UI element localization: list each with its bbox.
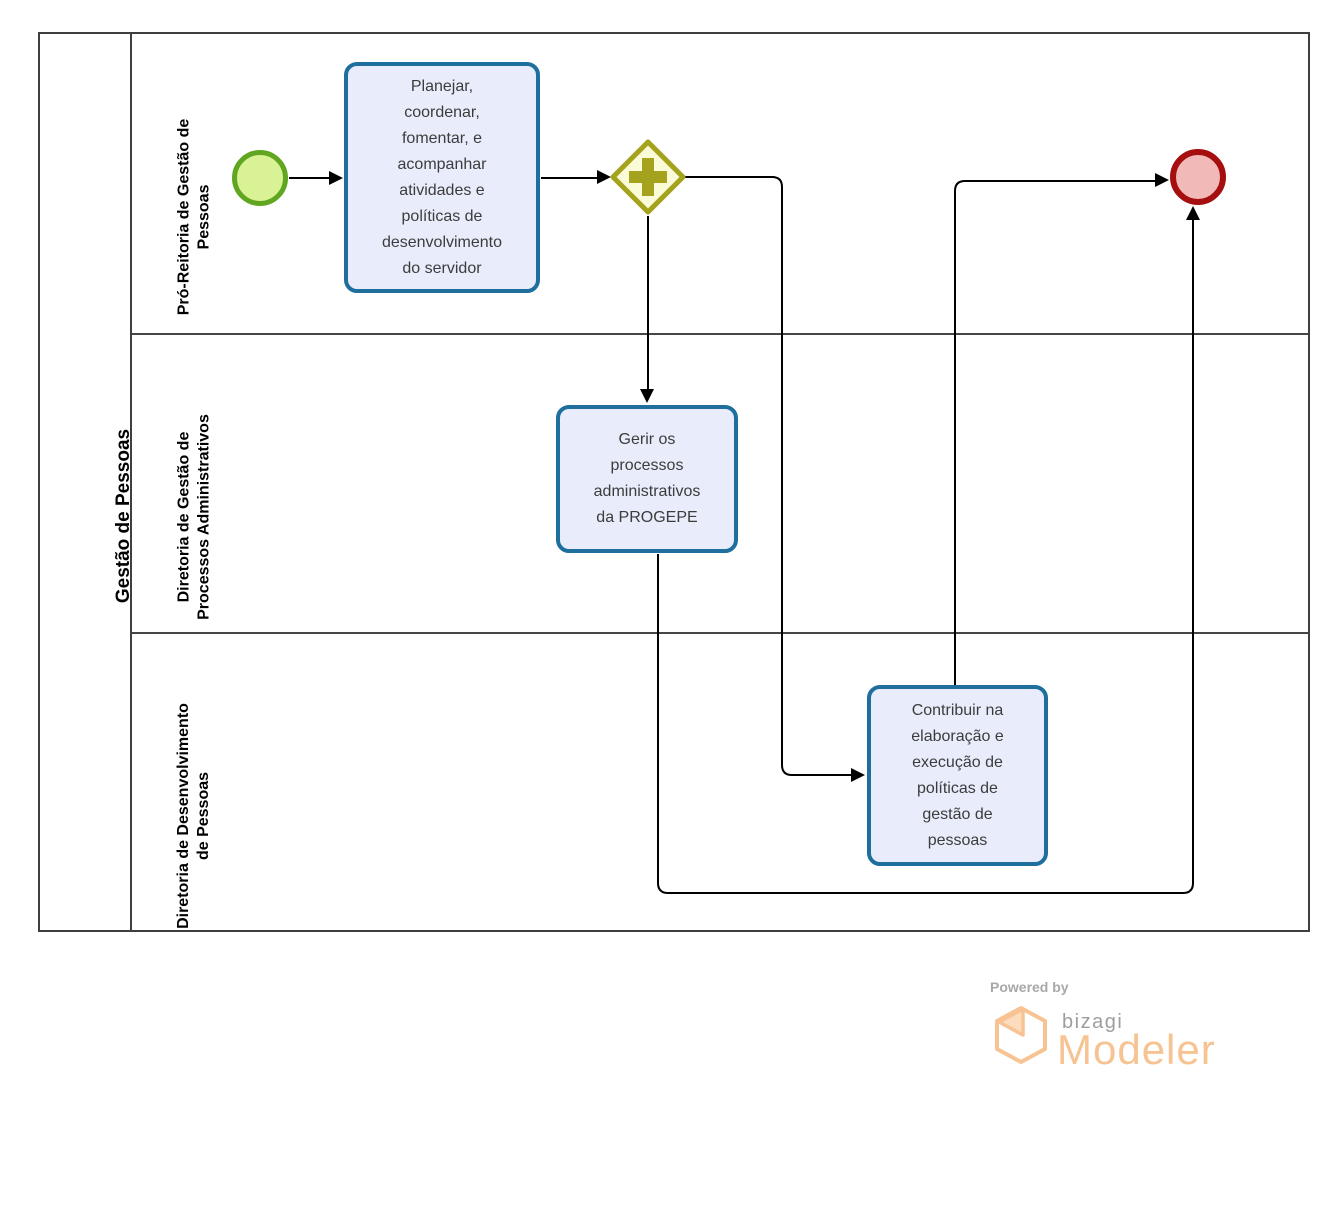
- start-event[interactable]: [232, 150, 288, 206]
- task-contribuir[interactable]: Contribuir na elaboração e execução de p…: [867, 685, 1048, 866]
- task-label: Planejar, coordenar, fomentar, e acompan…: [381, 77, 503, 277]
- bizagi-wordmark: bizagi: [1062, 1011, 1124, 1033]
- modeler-wordmark: Modeler: [1057, 1026, 1216, 1073]
- lane-label-gestao-processos: Diretoria de Gestão de Processos Adminis…: [175, 413, 212, 620]
- plus-icon: [629, 158, 667, 196]
- parallel-gateway[interactable]: [609, 138, 687, 216]
- pool-title-strip: Gestão de Pessoas: [40, 34, 134, 930]
- task-label: Gerir os processos administrativos da PR…: [593, 431, 701, 526]
- parallel-gateway-icon: [610, 139, 686, 215]
- end-event[interactable]: [1170, 149, 1226, 205]
- powered-by-label: Powered by: [990, 979, 1069, 995]
- lane-separator: [132, 333, 1308, 335]
- lane-label-pro-reitoria: Pró-Reitoria de Gestão de Pessoas: [175, 118, 212, 315]
- bizagi-logo-icon: [993, 1005, 1049, 1070]
- lane-label-desenvolvimento: Diretoria de Desenvolvimento de Pessoas: [175, 703, 212, 929]
- pool-title: Gestão de Pessoas: [113, 428, 134, 604]
- task-gerir[interactable]: Gerir os processos administrativos da PR…: [556, 405, 738, 553]
- task-label: Contribuir na elaboração e execução de p…: [911, 701, 1004, 849]
- lane-separator: [132, 632, 1308, 634]
- task-planejar[interactable]: Planejar, coordenar, fomentar, e acompan…: [344, 62, 540, 293]
